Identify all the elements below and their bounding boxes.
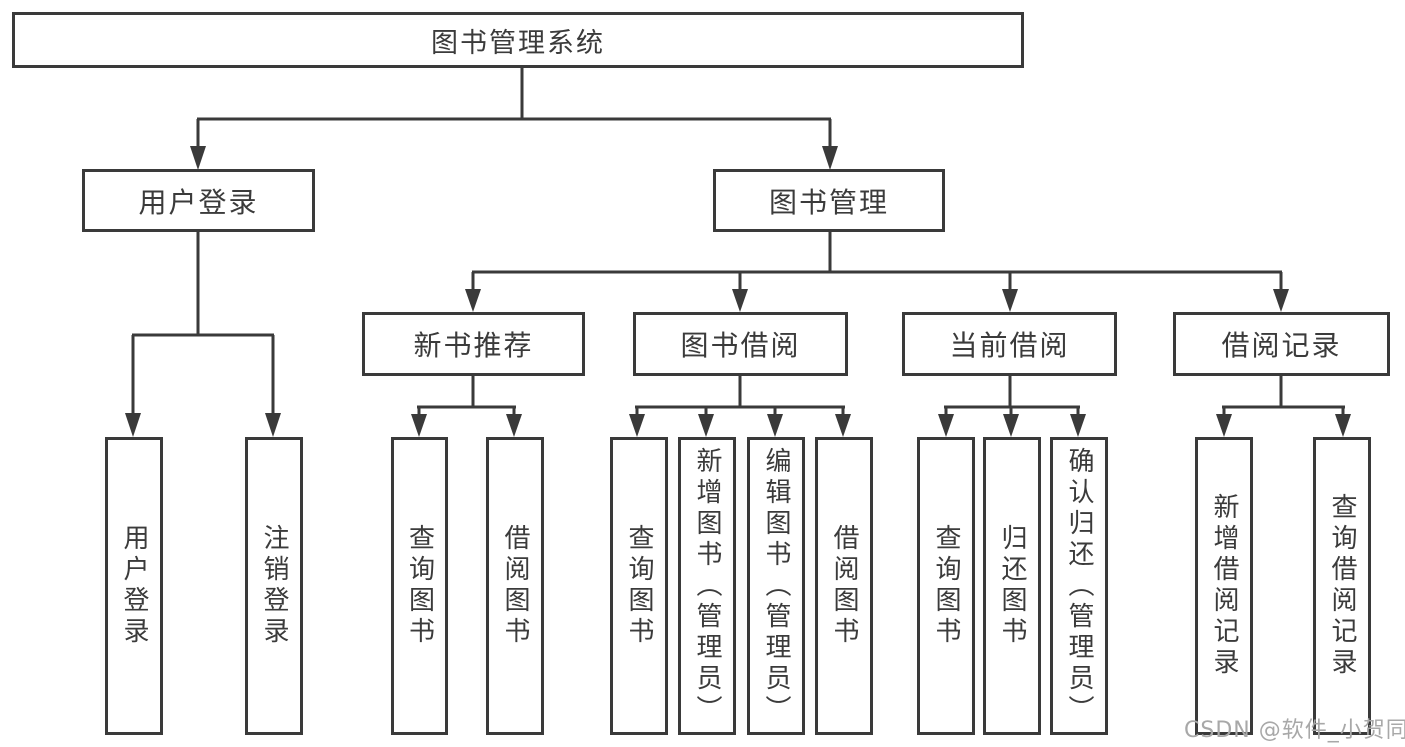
connector-line [635,376,845,416]
arrow-down-icon [822,146,838,170]
arrow-down-icon [1335,414,1351,437]
connector-line [471,232,1283,291]
connector-line [417,376,516,416]
node-library-management-system: 图书管理系统 [12,12,1024,68]
connector-current-borrow-to-leaves [938,376,1086,437]
node-label: 注销登录 [259,524,289,648]
arrow-down-icon [938,414,954,437]
arrow-down-icon [411,414,427,437]
node-label: 借阅记录 [1221,329,1342,362]
arrow-down-icon [506,414,522,437]
node-label: 图书管理系统 [431,27,605,59]
node-login: 用户登录 [105,437,163,735]
connector-user-login-to-leaves [125,232,281,437]
node-label: 确认归还（管理员） [1064,446,1094,726]
arrow-down-icon [1273,289,1289,312]
node-query-books-borrow: 查询图书 [610,437,668,735]
node-current-borrow: 当前借阅 [902,312,1117,376]
node-new-book-recommend: 新书推荐 [362,312,585,376]
node-add-borrow-record: 新增借阅记录 [1195,437,1253,735]
node-query-borrow-record: 查询借阅记录 [1313,437,1371,735]
node-label: 查询图书 [624,524,654,648]
node-book-management: 图书管理 [713,169,945,232]
node-borrow-record: 借阅记录 [1173,312,1390,376]
node-label: 新增借阅记录 [1209,493,1239,679]
arrow-down-icon [465,289,481,312]
node-confirm-return-admin: 确认归还（管理员） [1050,437,1108,735]
connector-borrow-record-to-leaves [1216,376,1351,437]
node-label: 归还图书 [997,524,1027,648]
node-query-books-rec: 查询图书 [391,437,448,735]
arrow-down-icon [1003,414,1019,437]
node-add-books-admin: 新增图书（管理员） [678,437,736,735]
node-book-borrow: 图书借阅 [633,312,848,376]
node-borrow-books-borrow: 借阅图书 [815,437,873,735]
arrow-down-icon [698,414,714,437]
arrow-down-icon [1070,414,1086,437]
arrow-down-icon [1216,414,1232,437]
arrow-down-icon [629,414,645,437]
arrow-down-icon [767,414,783,437]
node-logout: 注销登录 [245,437,303,735]
node-label: 图书管理 [768,185,889,219]
arrow-down-icon [265,413,281,437]
arrow-down-icon [835,414,851,437]
node-label: 查询借阅记录 [1327,493,1357,679]
node-label: 当前借阅 [949,329,1070,362]
node-query-books-current: 查询图书 [917,437,975,735]
connector-new-book-recommend-to-leaves [411,376,522,437]
arrow-down-icon [125,413,141,437]
connector-line [131,232,275,415]
node-label: 新书推荐 [413,329,534,362]
arrow-down-icon [190,146,206,170]
node-label: 编辑图书（管理员） [761,446,791,726]
connector-root-to-level2 [190,68,838,170]
node-label: 借阅图书 [829,524,859,648]
node-label: 图书借阅 [680,329,801,362]
connector-book-borrow-to-leaves [629,376,851,437]
node-label: 借阅图书 [500,524,530,648]
arrow-down-icon [1002,289,1018,312]
csdn-watermark: CSDN @软件_小贺同学 [1184,718,1405,743]
connector-line [944,376,1080,416]
node-label: 查询图书 [404,524,435,648]
node-label: 查询图书 [931,524,961,648]
connector-book-management-to-level3 [465,232,1289,312]
arrow-down-icon [732,289,748,312]
connector-line [196,68,832,148]
node-edit-books-admin: 编辑图书（管理员） [747,437,805,735]
node-label: 新增图书（管理员） [692,446,722,726]
node-return-books: 归还图书 [983,437,1041,735]
node-label: 用户登录 [138,185,259,219]
node-label: 用户登录 [119,524,149,648]
connector-line [1222,376,1345,416]
node-borrow-books-rec: 借阅图书 [486,437,544,735]
node-user-login: 用户登录 [82,169,315,232]
